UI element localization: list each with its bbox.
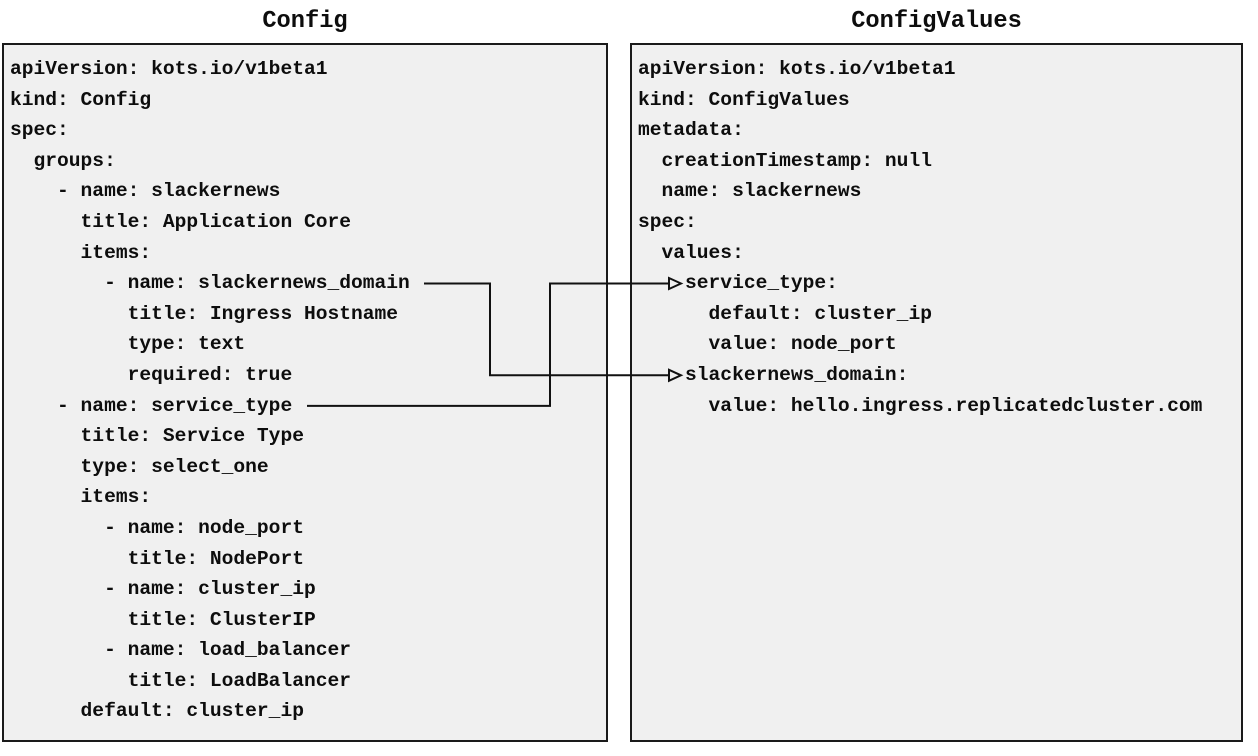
code-line: - name: service_type [10, 394, 293, 417]
code-line: creationTimestamp: null [638, 149, 932, 172]
code-line: required: true [10, 363, 293, 386]
code-line: default: cluster_ip [10, 700, 304, 723]
config-panel-title: Config [262, 8, 348, 35]
code-line: slackernews_domain: [638, 363, 909, 386]
code-line: - name: slackernews [10, 180, 281, 203]
code-line: - name: node_port [10, 516, 304, 539]
code-line: title: Service Type [10, 425, 304, 448]
code-line: value: hello.ingress.replicatedcluster.c… [638, 394, 1203, 417]
code-line: service_type: [638, 272, 838, 295]
code-line: type: text [10, 333, 246, 356]
config-yaml-panel: apiVersion: kots.io/v1beta1 kind: Config s… [2, 43, 608, 742]
code-line: title: Application Core [10, 210, 351, 233]
code-line: spec: [638, 210, 697, 233]
code-line: apiVersion: kots.io/v1beta1 [638, 58, 956, 80]
code-line: groups: [10, 149, 116, 172]
code-line: title: ClusterIP [10, 608, 316, 631]
code-line: title: Ingress Hostname [10, 302, 399, 325]
code-line: name: slackernews [638, 180, 862, 203]
code-line: - name: slackernews_domain [10, 272, 410, 295]
configvalues-yaml-panel: apiVersion: kots.io/v1beta1 kind: ConfigV… [630, 43, 1243, 742]
code-line: type: select_one [10, 455, 269, 478]
code-line: metadata: [638, 119, 744, 142]
code-line: value: node_port [638, 333, 897, 356]
code-line: values: [638, 241, 744, 264]
code-line: kind: ConfigValues [638, 88, 850, 111]
code-line: - name: load_balancer [10, 639, 351, 662]
code-line: spec: [10, 119, 69, 142]
code-line: kind: Config [10, 88, 152, 111]
code-line: - name: cluster_ip [10, 578, 316, 601]
code-line: items: [10, 241, 152, 264]
code-line: apiVersion: kots.io/v1beta1 [10, 58, 328, 80]
code-line: default: cluster_ip [638, 302, 932, 325]
code-line: title: LoadBalancer [10, 669, 351, 692]
code-line: items: [10, 486, 152, 509]
code-line: title: NodePort [10, 547, 304, 570]
configvalues-panel-title: ConfigValues [851, 8, 1022, 35]
